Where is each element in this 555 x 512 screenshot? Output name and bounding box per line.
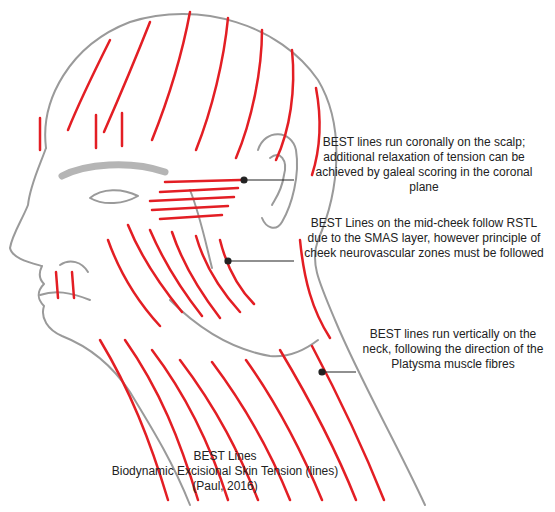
- callout-note: BEST Lines on the mid-cheek follow RSTL …: [300, 216, 548, 261]
- callout-note: BEST lines run coronally on the scalp; a…: [300, 135, 548, 195]
- callout-note: BEST lines run vertically on the neck, f…: [358, 327, 548, 372]
- eyebrow: [62, 165, 165, 176]
- figure-caption: Biodynamic Excisional Skin Tension (line…: [100, 464, 350, 494]
- leader-lines: [225, 177, 356, 375]
- figure-title: BEST Lines: [100, 449, 350, 464]
